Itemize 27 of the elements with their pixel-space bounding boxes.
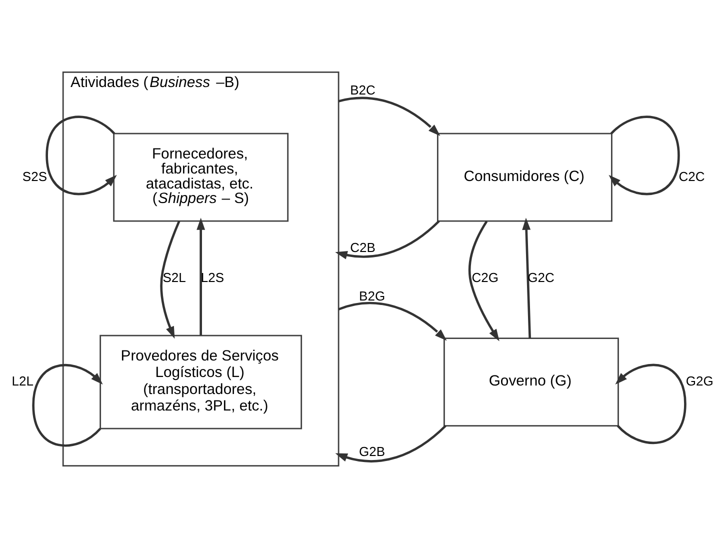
node-box: Fornecedores, fabricantes, atacadistas, etc. (Shippers – S) [113, 132, 289, 222]
arrow [338, 96, 440, 136]
edge-label: C2C [678, 168, 705, 184]
node-box: Governo (G) [444, 337, 619, 426]
edge-label: L2L [12, 373, 34, 388]
arrow [522, 217, 531, 338]
arrow [196, 217, 206, 335]
edge-label: B2G [359, 288, 386, 303]
node-box: Consumidores (C) [436, 132, 612, 222]
arrow [46, 115, 117, 195]
node-box: Provedores de Serviços Logísticos (L) (transportadores, armazéns, 3PL, etc.) [100, 334, 302, 429]
edge-label: S2L [162, 269, 186, 284]
arrow [335, 424, 446, 462]
arrow [335, 220, 440, 259]
edge-label: L2S [200, 269, 224, 284]
edge-label: G2G [686, 373, 714, 388]
edge-label: S2S [22, 168, 48, 184]
arrow [160, 220, 180, 338]
arrow [615, 363, 686, 444]
arrow [338, 301, 447, 340]
edge-label: C2G [472, 269, 499, 284]
edge-label: G2B [359, 443, 386, 458]
edge-label: B2C [350, 82, 376, 98]
arrow [468, 220, 500, 341]
arrow [608, 115, 680, 195]
arrow [32, 364, 103, 446]
edge-label: C2B [350, 239, 376, 254]
